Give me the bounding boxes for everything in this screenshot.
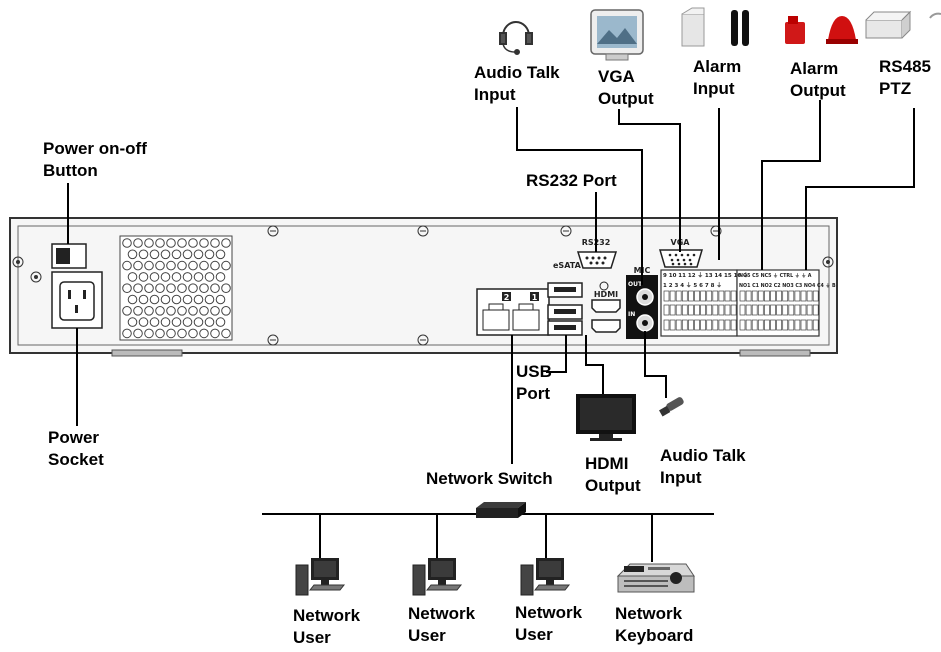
lan-ports[interactable]: 2 1 (476, 288, 550, 336)
computer-icon (412, 558, 463, 596)
monitor-icon (590, 9, 644, 61)
power-socket (51, 271, 103, 329)
siren-icon (785, 16, 858, 44)
esata-usb-ports[interactable]: eSATA (547, 261, 583, 336)
nvr-rear-panel: 2 1 eSATA RS232 HDMI (9, 217, 838, 357)
connection-lines (67, 100, 915, 562)
mic-in-label: IN (628, 311, 635, 318)
hdmi-panel-label: HDMI (594, 290, 618, 299)
network-switch-icon (476, 502, 526, 518)
screw-icon (12, 225, 834, 346)
alarm-sensor-icon (681, 7, 749, 47)
alarm-in-bottom-row: 1 2 3 4 ⏚ 5 6 7 8 ⏚ (663, 282, 722, 289)
lan-1-label: 1 (532, 293, 538, 302)
rs232-port-label: RS232 Port (526, 171, 617, 190)
alarm-in-top-row: 9 10 11 12 ⏚ 13 14 15 16 ⏚ (663, 272, 749, 279)
tv-icon (576, 394, 636, 441)
microphone-icon (659, 397, 684, 417)
terminal-blocks[interactable]: 9 10 11 12 ⏚ 13 14 15 16 ⏚ 1 2 3 4 ⏚ 5 6… (660, 269, 836, 337)
network-switch-label: Network Switch (426, 469, 553, 488)
computer-icon (295, 558, 346, 596)
lan-2-label: 2 (504, 293, 510, 302)
headset-icon (499, 21, 533, 55)
power-switch[interactable] (51, 243, 87, 269)
keyboard-icon (616, 563, 695, 593)
computer-icon (295, 558, 571, 596)
mic-out-label: OUT (628, 281, 643, 288)
esata-label: eSATA (553, 261, 582, 270)
ptz-camera-icon (865, 10, 941, 39)
alarm-out-top-row: NO5 C5 NC5 ⏚ CTRL ⏚ ⏚ A (739, 272, 812, 279)
computer-icon (520, 558, 571, 596)
fan-grill (119, 235, 233, 341)
hdmi-ports[interactable]: HDMI (591, 290, 621, 333)
alarm-out-bottom-row: NO1 C1 NO2 C2 NO3 C3 NO4 C4 ⏚ B (739, 282, 836, 289)
